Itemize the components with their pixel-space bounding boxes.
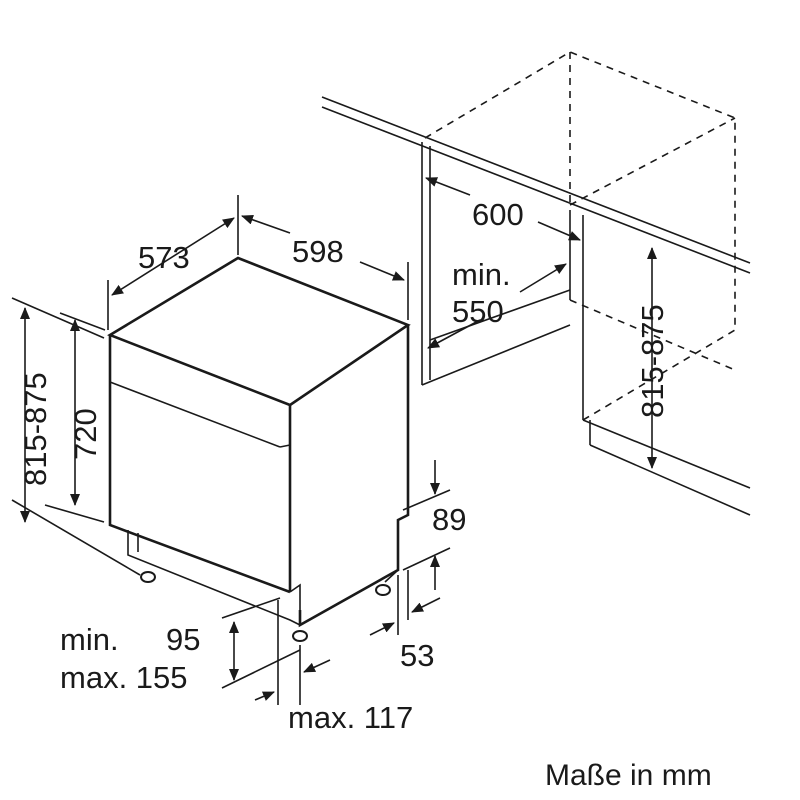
foot-front-left [140, 571, 156, 583]
label-plinth-recess: 89 [432, 502, 466, 537]
dishwasher-body [107, 256, 411, 628]
label-niche-depth: 550 [452, 294, 504, 329]
label-door-overhang: max. 117 [288, 700, 413, 735]
label-plinth-min-label: min. [60, 622, 119, 657]
label-appliance-height: 720 [68, 408, 103, 460]
dimension-labels: 573 598 600 min. 550 815-875 720 815-875… [18, 197, 712, 792]
label-plinth-offset: 53 [400, 638, 434, 673]
label-niche-width: 600 [472, 197, 524, 232]
label-niche-height-right: 815-875 [635, 304, 670, 418]
label-plinth-min: 95 [166, 622, 200, 657]
units-caption: Maße in mm [545, 759, 712, 792]
foot-front-right [292, 630, 308, 642]
label-depth: 573 [138, 240, 190, 275]
label-width: 598 [292, 234, 344, 269]
label-niche-depth-min: min. [452, 257, 511, 292]
dimension-lines [11, 177, 657, 705]
label-plinth-max: max. 155 [60, 660, 188, 695]
label-niche-height-left: 815-875 [18, 372, 53, 486]
cabinet-niche [321, 51, 751, 516]
feet [140, 571, 391, 642]
foot-back-right [375, 584, 391, 596]
